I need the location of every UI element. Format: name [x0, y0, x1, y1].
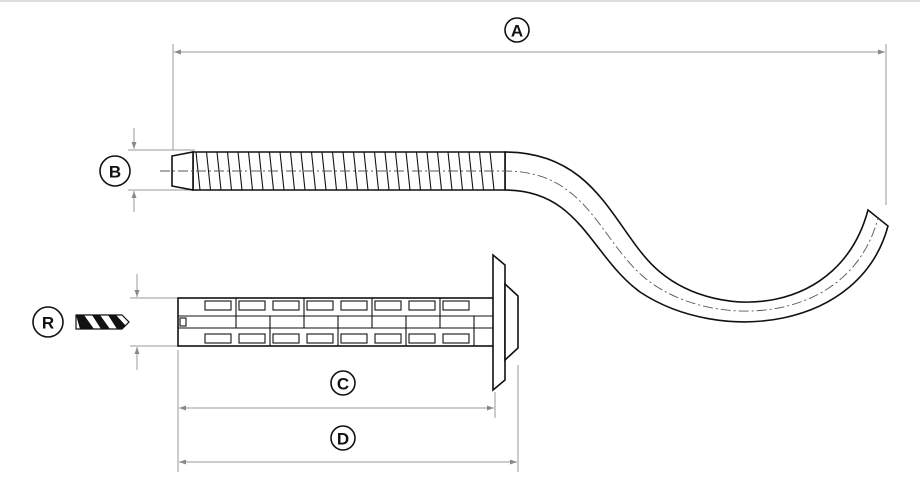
- label-b: B: [109, 163, 121, 182]
- thread-line: [300, 151, 306, 191]
- plug-slot: [238, 300, 266, 311]
- plug-slot: [204, 300, 232, 311]
- thread-line: [478, 151, 485, 191]
- dimension-a: A: [172, 17, 887, 205]
- plug-slot: [408, 300, 436, 311]
- plug-slot: [306, 333, 334, 344]
- thread-line: [457, 151, 464, 191]
- dimension-d: D: [179, 365, 519, 472]
- plug-slot: [374, 300, 402, 311]
- thread-line: [258, 151, 264, 191]
- hook-screw: [160, 151, 889, 323]
- plug-slot: [306, 300, 334, 311]
- thread-line: [205, 151, 212, 191]
- label-d: D: [337, 430, 349, 449]
- thread-line: [352, 151, 359, 191]
- plug-slot: [272, 300, 300, 311]
- plug-slot: [272, 333, 300, 344]
- thread-line: [331, 151, 338, 191]
- dimension-b: B: [99, 128, 195, 212]
- plug-slot: [340, 333, 368, 344]
- label-c: C: [337, 375, 349, 394]
- plug-slot: [179, 317, 187, 327]
- thread-line: [226, 151, 233, 191]
- drill-bit-icon: [75, 314, 130, 330]
- wall-plug: [177, 253, 519, 392]
- plug-slot: [204, 333, 232, 344]
- plug-slot: [374, 333, 402, 344]
- plug-slot: [442, 300, 470, 311]
- label-a: A: [511, 22, 523, 41]
- thread-line: [426, 151, 432, 191]
- thread-line: [384, 151, 390, 191]
- drill-label: R: [32, 306, 130, 338]
- plug-slot: [442, 333, 470, 344]
- plug-slot: [408, 333, 436, 344]
- plug-slot: [340, 300, 368, 311]
- plug-slot: [238, 333, 266, 344]
- label-r: R: [42, 314, 54, 333]
- dimension-c: C: [177, 350, 496, 472]
- dimension-plug-diameter: [130, 274, 178, 370]
